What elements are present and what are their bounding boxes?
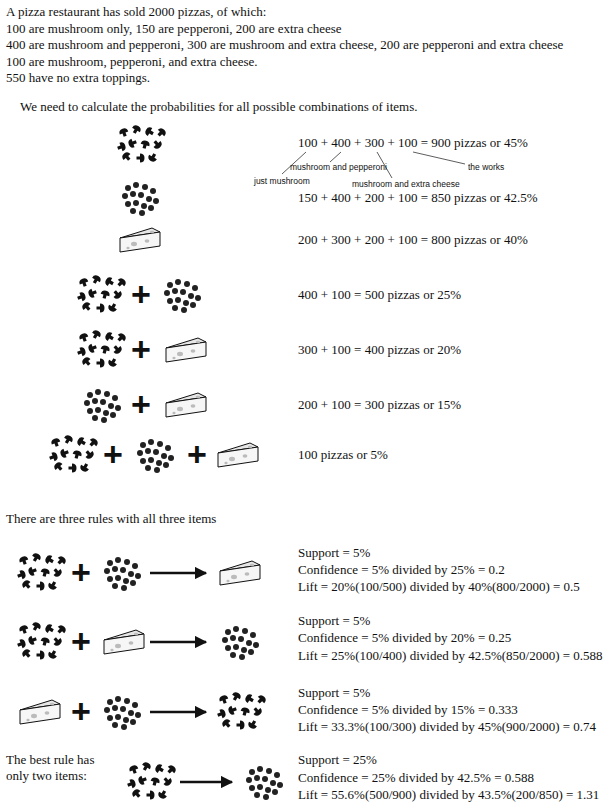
pepperoni-icon — [84, 389, 121, 423]
mushroom-icon — [116, 124, 167, 163]
text-line: Support = 5% — [298, 613, 370, 629]
text-line: 100 are mushroom, pepperoni, and extra c… — [6, 54, 258, 70]
text-line: There are three rules with all three ite… — [6, 511, 216, 527]
annotation-label: mushroom and pepperoni — [290, 162, 387, 173]
text-line: 200 + 100 = 300 pizzas or 15% — [298, 397, 461, 413]
pepperoni-icon — [122, 182, 159, 216]
plus-sign: + — [103, 437, 123, 471]
text-line: Confidence = 5% divided by 20% = 0.25 — [298, 630, 511, 646]
pepperoni-icon — [104, 696, 141, 730]
annotation-label: the works — [468, 162, 504, 173]
leader-lines — [282, 152, 465, 178]
plus-sign: + — [71, 694, 91, 728]
mushroom-icon — [126, 761, 177, 800]
mushroom-icon — [48, 434, 99, 473]
cheese-icon — [104, 630, 144, 654]
leader-line — [413, 152, 465, 164]
text-line: Confidence = 5% divided by 15% = 0.333 — [298, 702, 518, 718]
text-line: Lift = 25%(100/400) divided by 42.5%(850… — [298, 648, 603, 664]
rule-arrow — [150, 572, 206, 575]
cheese-icon — [120, 228, 160, 252]
mushroom-icon — [216, 691, 267, 730]
text-line: 400 are mushroom and pepperoni, 300 are … — [6, 37, 563, 53]
annotation-label: just mushroom — [254, 176, 310, 187]
pepperoni-icon — [222, 626, 259, 660]
plus-sign: + — [131, 387, 151, 421]
pepperoni-icon — [137, 439, 174, 473]
text-line: 300 + 100 = 400 pizzas or 20% — [298, 342, 461, 358]
text-line: 200 + 300 + 200 + 100 = 800 pizzas or 40… — [298, 232, 528, 248]
leader-line — [330, 152, 341, 162]
rule-arrow — [180, 781, 232, 784]
text-line: 100 + 400 + 300 + 100 = 900 pizzas or 45… — [298, 135, 528, 151]
plus-sign: + — [131, 332, 151, 366]
text-line: Lift = 20%(100/500) divided by 40%(800/2… — [298, 579, 580, 595]
plus-sign: + — [71, 555, 91, 589]
text-line: Confidence = 25% divided by 42.5% = 0.58… — [298, 770, 534, 786]
cheese-icon — [166, 393, 206, 417]
cheese-icon — [166, 338, 206, 362]
mushroom-icon — [16, 621, 67, 660]
plus-sign: + — [131, 277, 151, 311]
text-line: Confidence = 5% divided by 25% = 0.2 — [298, 562, 505, 578]
text-line: We need to calculate the probabilities f… — [20, 99, 418, 115]
pepperoni-icon — [164, 279, 201, 313]
plus-sign: + — [71, 624, 91, 658]
text-line: Support = 5% — [298, 545, 370, 561]
cheese-icon — [220, 561, 260, 585]
text-line: A pizza restaurant has sold 2000 pizzas,… — [6, 4, 266, 20]
text-line: 550 have no extra toppings. — [6, 70, 150, 86]
mushroom-icon — [76, 274, 127, 313]
text-line: 100 pizzas or 5% — [298, 447, 388, 463]
annotation-label: mushroom and extra cheese — [352, 179, 460, 190]
pepperoni-icon — [104, 557, 141, 591]
note-text: The best rule has only two items: — [6, 752, 118, 785]
mushroom-icon — [76, 329, 127, 368]
cheese-icon — [218, 443, 258, 467]
plus-sign: + — [187, 437, 207, 471]
text-line: Lift = 55.6%(500/900) divided by 43.5%(2… — [298, 787, 599, 803]
mushroom-icon — [16, 552, 67, 591]
rule-arrow — [150, 711, 206, 714]
text-line: 100 are mushroom only, 150 are pepperoni… — [6, 21, 342, 37]
text-line: Support = 5% — [298, 685, 370, 701]
text-line: Support = 25% — [298, 752, 377, 768]
text-line: 400 + 100 = 500 pizzas or 25% — [298, 287, 461, 303]
text-line: Lift = 33.3%(100/300) divided by 45%(900… — [298, 719, 596, 735]
text-line: 150 + 400 + 200 + 100 = 850 pizzas or 42… — [298, 190, 537, 206]
cheese-icon — [20, 700, 60, 724]
pepperoni-icon — [246, 766, 283, 800]
rule-arrow — [150, 641, 206, 644]
